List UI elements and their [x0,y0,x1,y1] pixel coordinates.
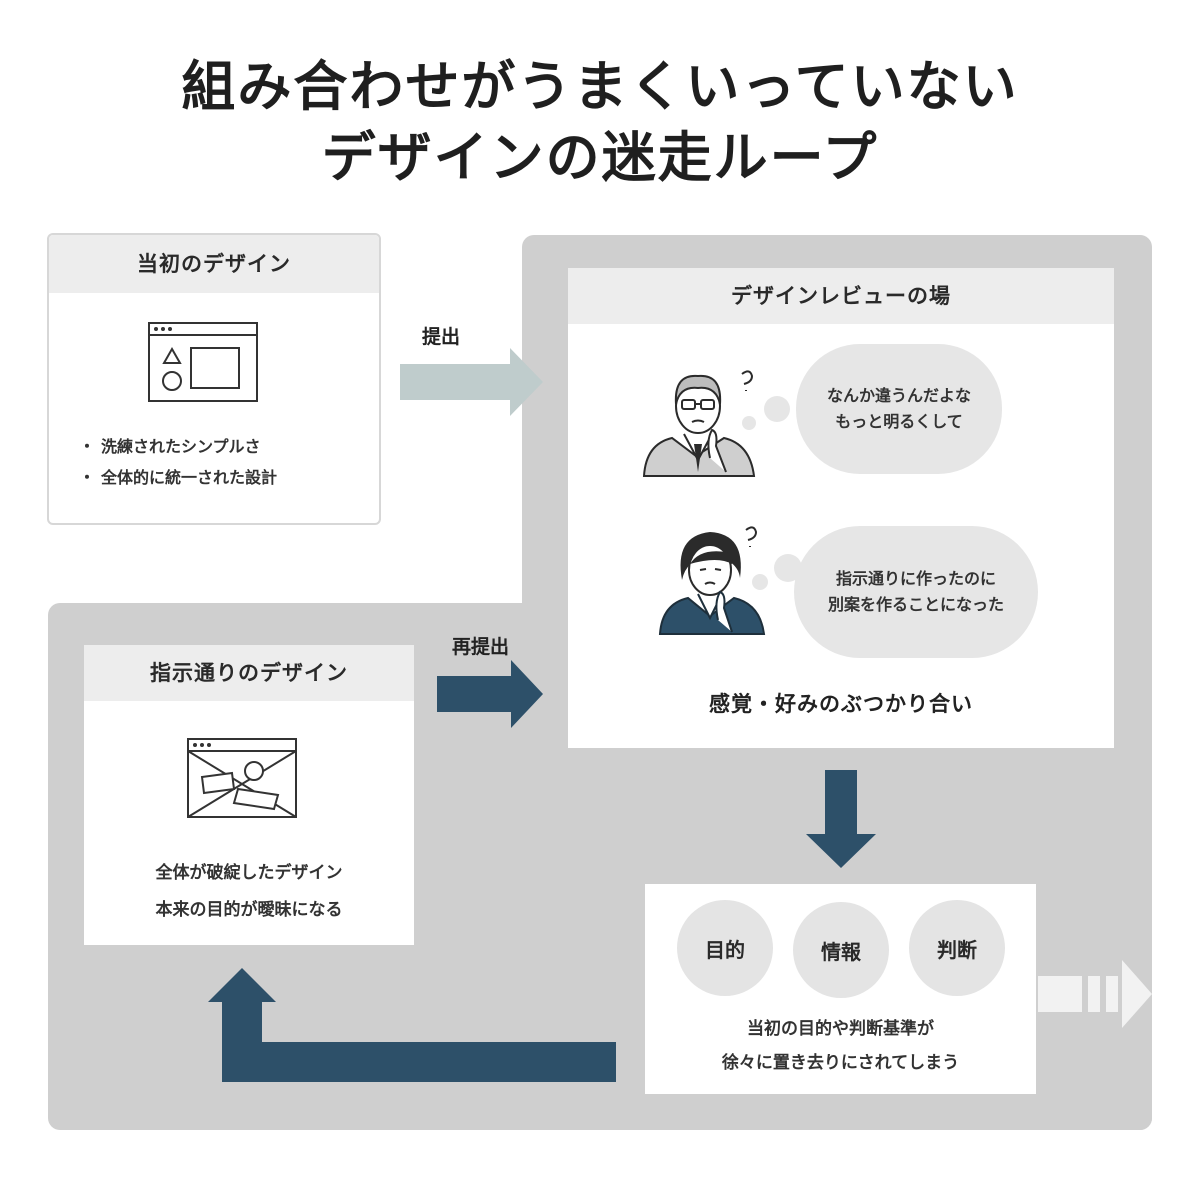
down-arrow [806,770,876,868]
review-heading: デザインレビューの場 [568,268,1114,324]
return-arrow [208,968,616,1082]
loss-text: 当初の目的や判断基準が 徐々に置き去りにされてしまう [645,1012,1036,1080]
resubmit-arrow [437,660,543,728]
broken-layout-icon [187,738,297,818]
initial-design-bullets: 洗練されたシンプルさ 全体的に統一された設計 [79,431,277,493]
loss-line-2: 徐々に置き去りにされてしまう [721,1053,960,1073]
initial-design-heading: 当初のデザイン [49,235,379,293]
woman-illustration [658,526,766,635]
title-line-1: 組み合わせがうまくいっていない [181,55,1019,118]
older-man-illustration [642,370,756,477]
purpose-circle: 目的 [677,900,773,996]
instructed-line-2: 本来の目的が曖昧になる [155,900,343,920]
browser-window-icon [148,322,258,402]
bubble-1-line-2: もっと明るくして [835,412,963,431]
bullet-item: 洗練されたシンプルさ [79,431,277,462]
bubble-2-line-2: 別案を作ることになった [827,595,1004,614]
thought-bubble-2: 指示通りに作ったのに 別案を作ることになった [794,526,1038,658]
instructed-design-text: 全体が破綻したデザイン 本来の目的が曖昧になる [84,855,414,929]
loss-line-1: 当初の目的や判断基準が [747,1019,934,1039]
title-line-2: デザインの迷走ループ [321,126,879,189]
submit-label: 提出 [422,326,461,348]
thought-dot [742,416,756,430]
instructed-line-1: 全体が破綻したデザイン [155,863,343,883]
review-caption: 感覚・好みのぶつかり合い [709,692,973,716]
submit-arrow [400,348,543,416]
fading-right-arrow [1038,960,1152,1028]
bubble-2-line-1: 指示通りに作ったのに [835,569,996,588]
thought-dot [764,396,790,422]
thought-bubble-1: なんか違うんだよな もっと明るくして [796,344,1002,474]
resubmit-label: 再提出 [452,636,510,658]
bullet-item: 全体的に統一された設計 [79,462,277,493]
initial-design-card: 当初のデザイン 洗練されたシンプルさ 全体的に統一された設計 [47,233,381,525]
judgment-circle: 判断 [909,900,1005,996]
loss-card: 目的 情報 判断 当初の目的や判断基準が 徐々に置き去りにされてしまう [645,884,1036,1094]
thought-dot [752,574,768,590]
bubble-1-line-1: なんか違うんだよな [826,386,971,405]
information-circle: 情報 [793,902,889,998]
instructed-design-card: 指示通りのデザイン 全体が破綻したデザイン 本来の目的が曖昧になる [84,645,414,945]
review-card: デザインレビューの場 なんか違うんだよな もっと明るくして [568,268,1114,748]
instructed-design-heading: 指示通りのデザイン [84,645,414,701]
